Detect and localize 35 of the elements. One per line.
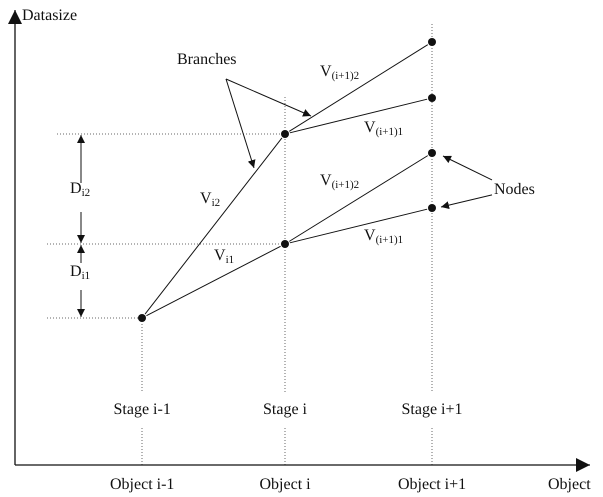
tick-label: Object i+1 [398, 476, 466, 494]
tick-label: Object i [260, 476, 311, 494]
branch-line [146, 246, 282, 316]
axis-title: Datasize [22, 7, 78, 25]
node-dot [428, 94, 436, 102]
leader-line [226, 78, 312, 116]
stage-label: Stage i-1 [114, 401, 171, 419]
branch-line [288, 44, 428, 132]
edge-label: V$_{i2}$ [200, 190, 220, 208]
branch-line [289, 98, 428, 134]
node-dot [281, 240, 289, 248]
branch-line [288, 155, 428, 242]
axis-title: Object [548, 476, 591, 494]
leader-line [226, 78, 256, 168]
node-dot [428, 38, 436, 46]
callout-label: Nodes [494, 181, 535, 199]
leader-line [442, 156, 492, 180]
edge-label: V$_{(i+1)2}$ [320, 172, 360, 190]
edge-label: V$_{(i+1)2}$ [320, 63, 360, 81]
node-dot [428, 149, 436, 157]
edge-label: V$_{i1}$ [214, 247, 234, 265]
branch-line [289, 208, 428, 244]
edge-label: V$_{(i+1)1}$ [364, 119, 404, 137]
callout-label: Branches [177, 51, 237, 69]
node-dot [428, 204, 436, 212]
node-dot [138, 314, 146, 322]
edge-label: V$_{(i+1)1}$ [364, 227, 404, 245]
tick-label: Object i-1 [110, 476, 174, 494]
leader-line [440, 194, 492, 210]
dimension-label: D$_{i2}$ [70, 180, 90, 198]
stage-label: Stage i [263, 401, 307, 419]
branch-line [144, 137, 282, 315]
node-dot [281, 130, 289, 138]
stage-label: Stage i+1 [402, 401, 463, 419]
dimension-label: D$_{i1}$ [70, 263, 90, 281]
